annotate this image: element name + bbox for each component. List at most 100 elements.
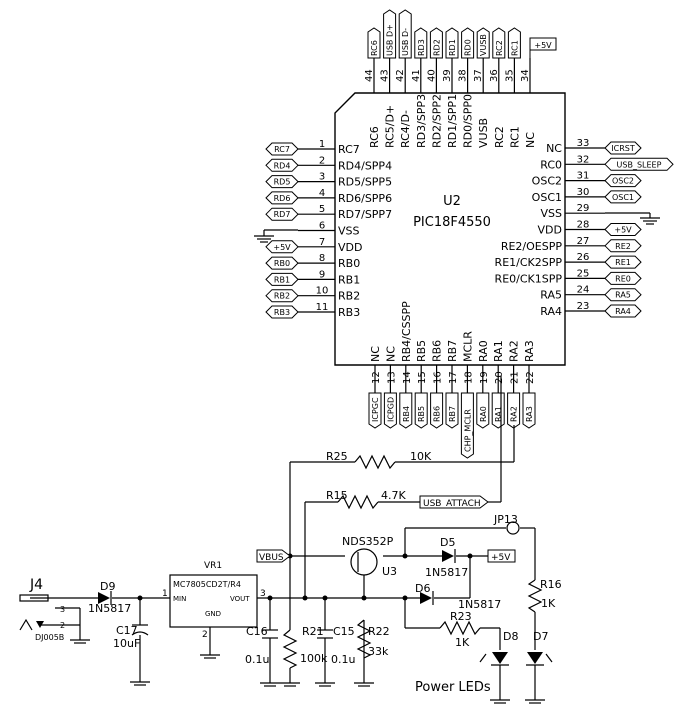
net-tag	[429, 27, 443, 59]
net-tag-usb-attach: USB_ATTACH	[419, 495, 489, 509]
pin-name: RB5	[415, 340, 428, 362]
wires	[30, 376, 536, 700]
svg-text:R23: R23	[450, 610, 472, 623]
net-label: +5V	[273, 243, 291, 252]
pin-name: RD0/SPP0	[462, 94, 475, 148]
net-label: VUSB	[479, 34, 488, 56]
pin-name: RD5/SPP5	[338, 176, 392, 189]
pin-number: 11	[316, 302, 329, 313]
net-tag	[445, 392, 459, 429]
pin-number: 29	[577, 203, 590, 214]
pin-number: 15	[417, 371, 428, 384]
ic-part: PIC18F4550	[413, 215, 491, 230]
pin-number: 8	[319, 253, 325, 264]
pin-number: 24	[577, 285, 590, 296]
ic-ref: U2	[443, 194, 461, 209]
resistor-r23: R23 1K	[439, 610, 481, 649]
power-leds-label: Power LEDs	[415, 680, 491, 695]
ground-symbols-bottom	[70, 639, 545, 704]
net-tag	[507, 392, 521, 429]
ic-bottom-pins: 12NCICPGC13NCICPGD14RB4/CSSPPRB415RB5RB5…	[368, 301, 536, 459]
svg-text:D6: D6	[415, 582, 430, 595]
pin-name: RC7	[338, 143, 360, 156]
net-label: RB5	[417, 406, 426, 422]
pin-name: RB7	[446, 340, 459, 362]
net-tag	[265, 240, 299, 254]
net-tag	[265, 289, 299, 303]
net-label: RE0	[615, 274, 631, 283]
net-tag	[265, 142, 299, 156]
pin-number: 19	[479, 371, 490, 384]
pin-number: 17	[448, 371, 459, 384]
pin-name: RC2	[493, 126, 506, 148]
pin-number: 27	[577, 236, 590, 247]
svg-text:R21: R21	[302, 625, 324, 638]
svg-text:R22: R22	[368, 625, 390, 638]
net-label: RD2	[432, 39, 441, 56]
resistor-r16: R16 1K	[527, 578, 562, 613]
pin-name: RC0	[540, 158, 562, 171]
svg-text:JP13: JP13	[493, 513, 518, 526]
pin-name: NC	[524, 132, 537, 148]
net-tag	[461, 27, 475, 59]
pin-number: 42	[395, 69, 406, 82]
net-label: RA2	[510, 406, 519, 422]
svg-text:2: 2	[202, 630, 208, 640]
net-tag	[430, 392, 444, 429]
svg-text:10uF: 10uF	[113, 637, 140, 650]
pin-name: NC	[384, 346, 397, 362]
pin-number: 6	[319, 221, 325, 232]
net-tag	[265, 175, 299, 189]
net-label: RA1	[494, 406, 503, 422]
net-label: RC6	[370, 40, 379, 56]
pin-name: RB4/CSSPP	[400, 301, 413, 362]
q-part: NDS352P	[342, 535, 394, 548]
svg-text:VBUS: VBUS	[259, 553, 284, 563]
pin-name: RA0	[477, 340, 490, 362]
pin-name: RA5	[540, 289, 562, 302]
net-tag	[604, 255, 642, 269]
net-tag	[476, 392, 490, 429]
net-label: RE1	[615, 258, 631, 267]
net-label: RC7	[274, 145, 290, 154]
q-ref: U3	[382, 565, 397, 578]
net-label: RD0	[464, 39, 473, 56]
diode-d9: D9 1N5817	[88, 580, 131, 615]
pin-name: VDD	[538, 224, 562, 237]
pin-number: 34	[520, 69, 531, 82]
net-tag	[604, 174, 642, 188]
svg-text:+5V: +5V	[491, 553, 511, 563]
pin-name: RA1	[492, 340, 505, 362]
diode-d5: D5 1N5817	[425, 536, 468, 579]
net-tag-plus5v: +5V	[487, 549, 516, 563]
svg-text:1K: 1K	[455, 636, 470, 649]
net-tag	[265, 207, 299, 221]
pin-name: RA3	[523, 340, 536, 362]
svg-text:3: 3	[260, 589, 266, 599]
pin-number: 28	[577, 220, 590, 231]
svg-text:2: 2	[60, 621, 65, 630]
connector-j4: J4 3 2 DJ005B	[19, 577, 65, 642]
net-label: RB7	[448, 406, 457, 422]
svg-text:J4: J4	[29, 577, 43, 593]
svg-text:1N5817: 1N5817	[88, 602, 131, 615]
pin-number: 7	[319, 237, 325, 248]
net-tag	[265, 158, 299, 172]
